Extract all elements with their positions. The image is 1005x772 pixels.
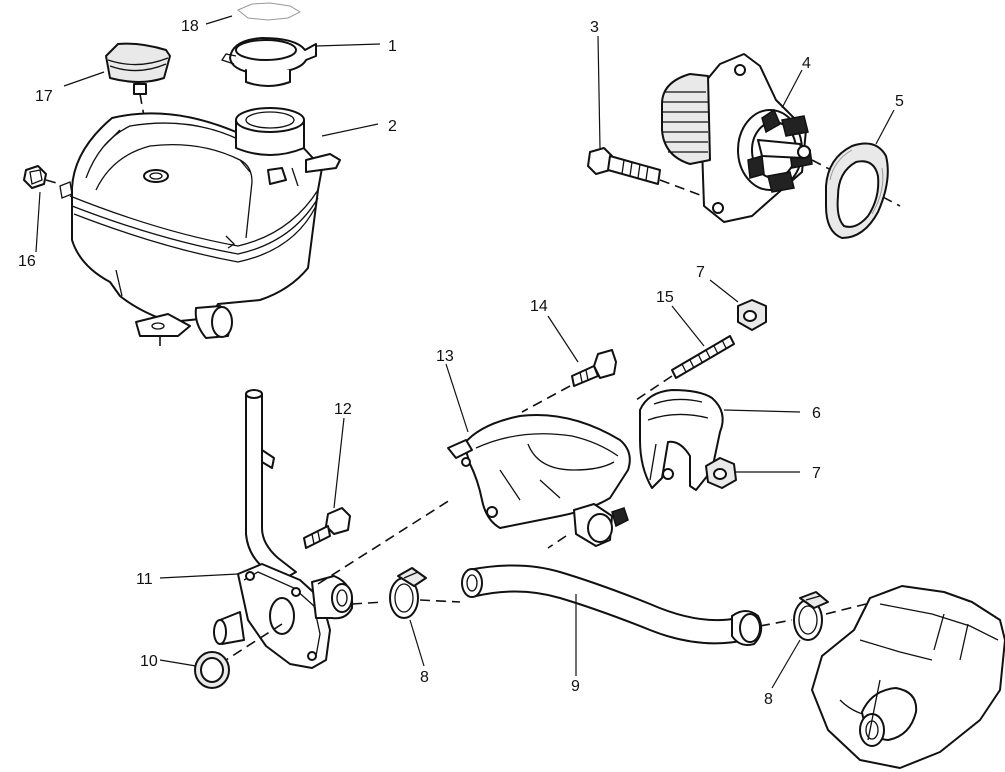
part-17-filler-cap bbox=[105, 42, 171, 95]
part-11-axis-to-ring bbox=[225, 623, 283, 661]
part-14-axis-line bbox=[521, 385, 571, 413]
label-8-right: 8 bbox=[764, 691, 773, 708]
part-16-axis-line bbox=[45, 179, 61, 185]
part-11-water-outlet bbox=[213, 389, 354, 669]
part-16-bleed-screw bbox=[23, 165, 47, 189]
part-11-axis-to-shield bbox=[317, 499, 451, 585]
label-4: 4 bbox=[802, 55, 811, 72]
part-8-left-axis-line bbox=[419, 599, 461, 603]
part-2-expansion-tank bbox=[59, 107, 341, 346]
label-12: 12 bbox=[334, 401, 352, 418]
part-8-hose-clip-left bbox=[389, 567, 427, 619]
part-6-clamp-bracket bbox=[639, 389, 724, 491]
label-11: 11 bbox=[136, 571, 153, 588]
label-13: 13 bbox=[436, 348, 454, 365]
part-9-axis-line bbox=[759, 619, 793, 627]
part-9-hose bbox=[461, 564, 763, 646]
part-15-axis-line bbox=[635, 375, 673, 401]
part-3-bolt bbox=[587, 147, 661, 185]
part-8-right-axis-line bbox=[825, 603, 867, 615]
part-13-axis-line bbox=[547, 535, 567, 549]
label-3: 3 bbox=[590, 19, 599, 36]
label-14: 14 bbox=[530, 298, 548, 315]
part-10-o-ring bbox=[194, 651, 230, 689]
part-11-axis-line bbox=[351, 601, 385, 605]
leader-lines bbox=[35, 15, 895, 689]
part-15-stud bbox=[671, 335, 735, 379]
label-16: 16 bbox=[18, 253, 36, 270]
label-7: 7 bbox=[696, 264, 705, 281]
label-17: 17 bbox=[35, 88, 53, 105]
part-7-nut-upper bbox=[737, 299, 767, 331]
label-2: 2 bbox=[388, 118, 397, 135]
label-6: 6 bbox=[812, 405, 821, 422]
engine-casing bbox=[811, 585, 1005, 769]
label-8-left: 8 bbox=[420, 669, 429, 686]
label-9: 9 bbox=[571, 678, 580, 695]
label-1: 1 bbox=[388, 38, 397, 55]
part-14-bolt bbox=[571, 349, 617, 387]
part-12-screw bbox=[303, 507, 351, 549]
part-7-nut-lower bbox=[705, 457, 737, 489]
label-15: 15 bbox=[656, 289, 674, 306]
callout-labels: 18 1 17 2 16 3 4 5 7 15 14 13 6 12 7 11 … bbox=[18, 18, 904, 708]
part-8-hose-clip-right bbox=[793, 591, 829, 641]
part-18-gasket bbox=[237, 2, 302, 21]
label-10: 10 bbox=[140, 653, 158, 670]
label-18: 18 bbox=[181, 18, 199, 35]
part-3-axis-line bbox=[659, 179, 709, 199]
label-5: 5 bbox=[895, 93, 904, 110]
part-4-water-pump bbox=[661, 53, 813, 223]
label-7-lower: 7 bbox=[812, 465, 821, 482]
part-13-heat-shield bbox=[447, 414, 631, 547]
part-5-gasket bbox=[825, 142, 889, 239]
part-1-reservoir-cap bbox=[220, 37, 317, 87]
